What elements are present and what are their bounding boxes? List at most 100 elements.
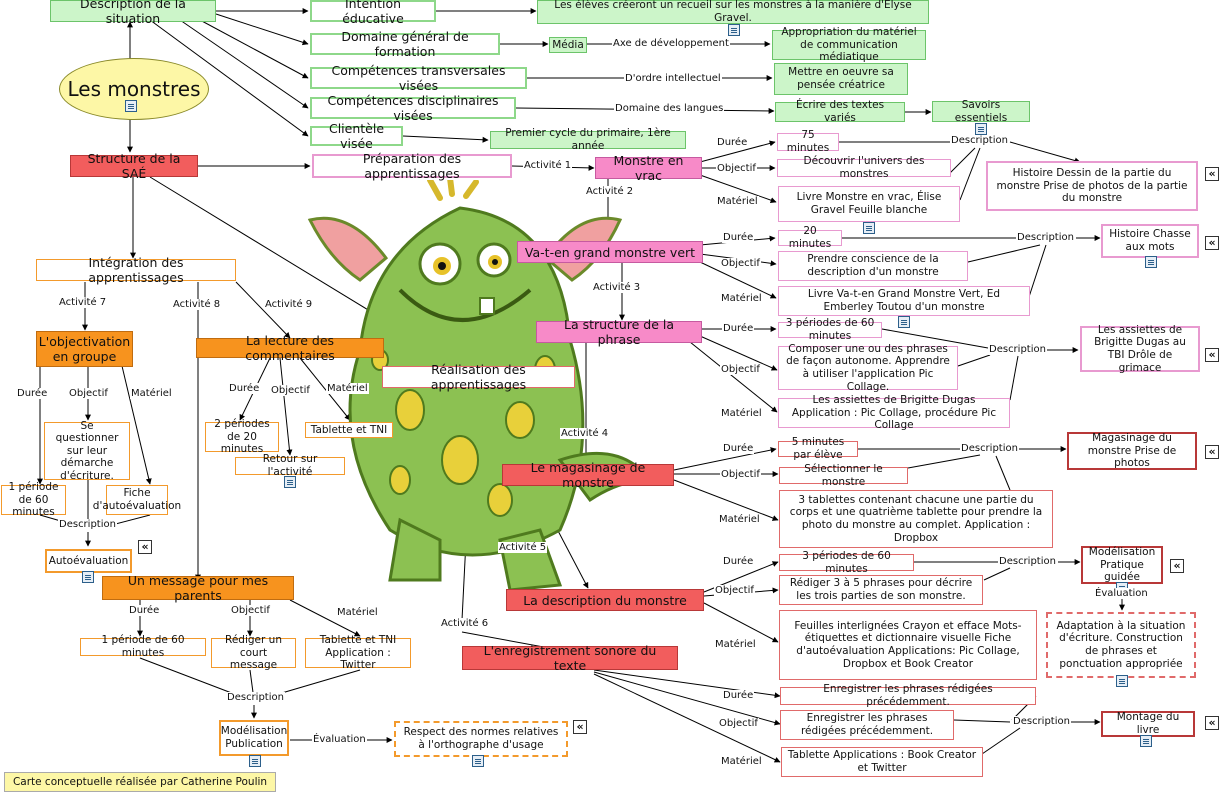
act5-evaluation: Adaptation à la situation d'écriture. Co… [1046, 612, 1196, 678]
act4-description: Magasinage du monstre Prise de photos [1067, 432, 1197, 470]
act3-title: La structure de la phrase [536, 317, 702, 347]
ordre-text-node: Mettre en oeuvre sa pensée créatrice [774, 63, 908, 95]
langues-label: Domaine des langues [614, 103, 725, 114]
act2-title: Va-t-en grand monstre vert [517, 241, 703, 263]
act4-objectif: Sélectionner le monstre [779, 463, 908, 488]
objectif-label: Objectif [68, 388, 109, 399]
description-label: Description [960, 443, 1019, 454]
savoirs-node: Savoirs essentiels [932, 99, 1030, 124]
act7-title: L'objectivation en groupe [36, 331, 133, 367]
note-icon[interactable] [975, 123, 987, 135]
chevron-left-icon[interactable]: « [138, 540, 152, 554]
act7-description: Autoévaluation [45, 549, 132, 573]
act2-objectif: Prendre conscience de la description d'u… [778, 251, 968, 281]
act8-title: Un message pour mes parents [102, 573, 294, 603]
ordre-label: D'ordre intellectuel [624, 73, 722, 84]
act3-materiel: Les assiettes de Brigitte Dugas Applicat… [778, 394, 1010, 431]
act6-materiel: Tablette Applications : Book Creator et … [781, 747, 983, 777]
act6-objectif: Enregistrer les phrases rédigées précéde… [780, 710, 954, 740]
note-icon[interactable] [728, 24, 740, 36]
act2-materiel: Livre Va-t-en Grand Monstre Vert, Ed Emb… [778, 286, 1030, 316]
realisation-node: Réalisation des apprentissages [382, 362, 575, 392]
chevron-left-icon[interactable]: « [573, 720, 587, 734]
note-icon[interactable] [284, 476, 296, 488]
media-node: Média [549, 37, 587, 53]
duree-label: Durée [716, 137, 749, 148]
note-icon[interactable] [1145, 256, 1157, 268]
domaine-node: Domaine général de formation [310, 29, 500, 59]
note-icon[interactable] [1140, 735, 1152, 747]
act1-description: Histoire Dessin de la partie du monstre … [986, 161, 1198, 211]
materiel-label: Matériel [130, 388, 173, 399]
intention-text-node: Les élèves créeront un recueil sur les m… [537, 0, 929, 24]
evaluation-label: Évaluation [1094, 588, 1149, 599]
chevron-left-icon[interactable]: « [1170, 559, 1184, 573]
act1-objectif: Découvrir l'univers des monstres [777, 155, 951, 180]
act9-duree: 2 périodes de 20 minutes [205, 418, 279, 455]
act6-description: Montage du livre [1101, 711, 1195, 737]
act4-duree: 5 minutes par élève [778, 436, 858, 461]
comp-disc-node: Compétences disciplinaires visées [310, 93, 516, 123]
credit-note: Carte conceptuelle réalisée par Catherin… [4, 772, 276, 792]
act8-objectif: Rédiger un court message [211, 634, 296, 671]
ecrire-node: Écrire des textes variés [775, 99, 905, 124]
duree-label: Durée [128, 605, 161, 616]
note-icon[interactable] [82, 571, 94, 583]
chevron-left-icon[interactable]: « [1205, 716, 1219, 730]
note-icon[interactable] [472, 755, 484, 767]
description-label: Description [58, 519, 117, 530]
chevron-left-icon[interactable]: « [1205, 167, 1219, 181]
activite-2-label: Activité 2 [585, 186, 635, 197]
act2-description: Histoire Chasse aux mots [1101, 224, 1199, 258]
description-situation-node: Description de la situation [50, 0, 216, 26]
description-label: Description [1012, 716, 1071, 727]
note-icon[interactable] [249, 755, 261, 767]
activite-9-label: Activité 9 [264, 299, 314, 310]
activite-6-label: Activité 6 [440, 618, 490, 629]
activite-8-label: Activité 8 [172, 299, 222, 310]
image-icon[interactable] [863, 222, 875, 234]
act1-duree: 75 minutes [777, 129, 839, 154]
duree-label: Durée [16, 388, 49, 399]
activite-4-label: Activité 4 [560, 428, 610, 439]
act7-duree: 1 période de 60 minutes [1, 481, 66, 518]
chevron-left-icon[interactable]: « [1205, 445, 1219, 459]
act8-duree: 1 période de 60 minutes [80, 634, 206, 659]
note-icon[interactable] [125, 100, 137, 112]
description-label: Description [998, 556, 1057, 567]
duree-label: Durée [722, 443, 755, 454]
act5-description: Modélisation Pratique guidée [1081, 546, 1163, 584]
evaluation-label: Évaluation [312, 734, 367, 745]
description-label: Description [226, 692, 285, 703]
objectif-label: Objectif [718, 718, 759, 729]
act6-duree: Enregistrer les phrases rédigées précéde… [780, 683, 1036, 708]
act7-materiel: Fiche d'autoévaluation [93, 485, 181, 515]
clientele-text-node: Premier cycle du primaire, 1ère année [490, 127, 686, 152]
act5-duree: 3 périodes de 60 minutes [779, 550, 914, 575]
chevron-left-icon[interactable]: « [1205, 236, 1219, 250]
description-label: Description [950, 135, 1009, 146]
activite-7-label: Activité 7 [58, 297, 108, 308]
act8-materiel: Tablette et TNI Application : Twitter [305, 634, 411, 671]
act9-title: La lecture des commentaires [196, 333, 384, 363]
preparation-node: Préparation des apprentissages [312, 151, 512, 181]
objectif-label: Objectif [270, 385, 311, 396]
activite-1-label: Activité 1 [523, 160, 573, 171]
materiel-label: Matériel [714, 639, 757, 650]
chevron-left-icon[interactable]: « [1205, 348, 1219, 362]
materiel-label: Matériel [326, 383, 369, 394]
note-icon[interactable] [1116, 675, 1128, 687]
materiel-label: Matériel [720, 756, 763, 767]
materiel-label: Matériel [718, 514, 761, 525]
materiel-label: Matériel [720, 408, 763, 419]
act2-duree: 20 minutes [778, 225, 842, 250]
image-icon[interactable] [898, 316, 910, 328]
act4-title: Le magasinage de monstre [502, 460, 674, 490]
duree-label: Durée [722, 690, 755, 701]
act5-objectif: Rédiger 3 à 5 phrases pour décrire les t… [779, 575, 983, 605]
act7-objectif: Se questionner sur leur démarche d'écrit… [44, 420, 130, 482]
act9-materiel: Tablette et TNI [305, 422, 393, 438]
act1-title: Monstre en vrac [595, 153, 702, 183]
act9-description: Retour sur l'activité [235, 453, 345, 478]
activite-5-label: Activité 5 [498, 542, 548, 553]
